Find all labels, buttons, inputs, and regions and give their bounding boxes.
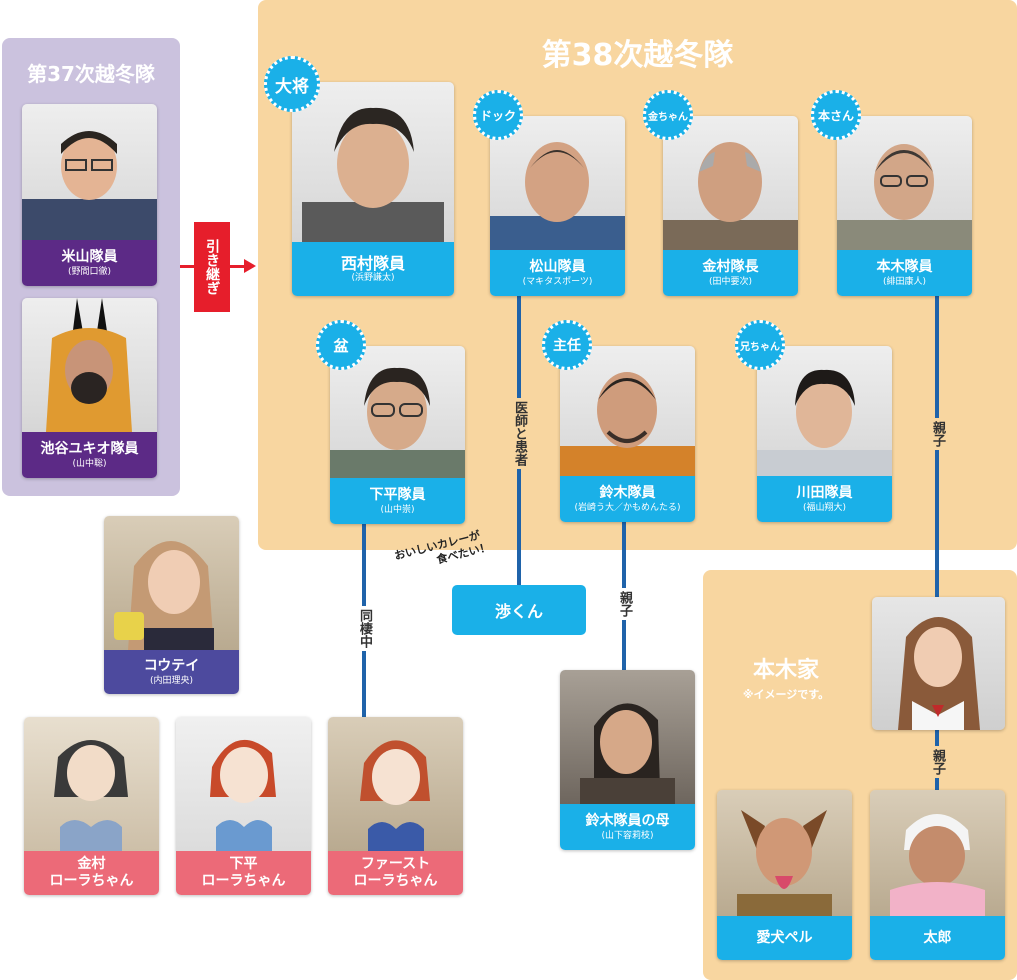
photo-shimodaira — [330, 346, 465, 478]
yoneyama-actor: (野間口徹) — [67, 266, 112, 277]
photo-kawada — [757, 346, 892, 476]
photo-nishimura — [292, 82, 454, 242]
photo-motoki — [837, 116, 972, 250]
badge-shunin: 主任 — [542, 320, 592, 370]
card-laura-kanemura: 金村 ローラちゃん — [24, 717, 159, 895]
label-parent-child-motoki: 親子 — [928, 418, 947, 450]
kotei-actor: (内田理央) — [149, 675, 194, 686]
photo-kotei — [104, 516, 239, 650]
photo-aiken-peru — [717, 790, 852, 916]
photo-kanemura — [663, 116, 798, 250]
badge-bon: 盆 — [316, 320, 366, 370]
badge-taisho: 大将 — [264, 56, 320, 112]
card-motoki: 本木隊員 (緋田康人) — [837, 116, 972, 296]
suzuki-mother-name: 鈴木隊員の母 — [585, 812, 670, 829]
photo-taro — [870, 790, 1005, 916]
yoneyama-name: 米山隊員 — [61, 248, 118, 265]
laura-shimodaira-line2: ローラちゃん — [201, 873, 286, 889]
motoki-name: 本木隊員 — [876, 258, 933, 275]
team38-title: 第38次越冬隊 — [541, 38, 734, 73]
photo-laura-shimodaira — [176, 717, 311, 851]
kotei-name: コウテイ — [143, 657, 200, 674]
card-kotei: コウテイ (内田理央) — [104, 516, 239, 694]
nishimura-actor: (浜野謙太) — [351, 272, 395, 283]
card-nishimura: 西村隊員 (浜野謙太) — [292, 82, 454, 296]
laura-kanemura-line2: ローラちゃん — [49, 873, 134, 889]
photo-iketani — [22, 298, 157, 432]
card-motoki-son — [872, 597, 1005, 730]
suzuki-mother-actor: (山下容莉枝) — [601, 830, 654, 841]
card-shimodaira: 下平隊員 (山中崇) — [330, 346, 465, 524]
label-doctor-patient: 医師と患者 — [510, 398, 529, 469]
card-suzuki: 鈴木隊員 (岩崎う大／かもめんたる) — [560, 346, 695, 522]
shimodaira-actor: (山中崇) — [380, 504, 415, 515]
motoki-family-title: 本木家 — [752, 658, 819, 683]
team37-title: 第37次越冬隊 — [27, 62, 155, 86]
card-laura-shimodaira: 下平 ローラちゃん — [176, 717, 311, 895]
laura-first-line1: ファースト — [360, 856, 431, 872]
nishimura-name: 西村隊員 — [340, 253, 405, 273]
card-kawada: 川田隊員 (福山翔大) — [757, 346, 892, 522]
photo-motoki-son — [872, 597, 1005, 730]
wataru-box: 渉くん — [452, 585, 586, 635]
card-yoneyama: 米山隊員 (野間口徹) — [22, 104, 157, 286]
kawada-name: 川田隊員 — [796, 484, 853, 501]
suzuki-actor: (岩崎う大／かもめんたる) — [574, 502, 681, 513]
card-aiken-peru: 愛犬ペル — [717, 790, 852, 960]
kanemura-name: 金村隊長 — [702, 258, 759, 275]
matsuyama-actor: (マキタスポーツ) — [522, 276, 593, 287]
matsuyama-name: 松山隊員 — [529, 258, 586, 275]
badge-niichan: 兄ちゃん — [735, 320, 785, 370]
photo-suzuki-mother — [560, 670, 695, 804]
kanemura-actor: (田中要次) — [708, 276, 753, 287]
card-suzuki-mother: 鈴木隊員の母 (山下容莉枝) — [560, 670, 695, 850]
photo-yoneyama — [22, 104, 157, 240]
photo-matsuyama — [490, 116, 625, 250]
iketani-name: 池谷ユキオ隊員 — [40, 440, 139, 457]
card-laura-first: ファースト ローラちゃん — [328, 717, 463, 895]
badge-kinchan: 金ちゃん — [643, 90, 693, 140]
label-parent-child-suzuki: 親子 — [615, 588, 634, 620]
kawada-actor: (福山翔大) — [802, 502, 847, 513]
card-iketani: 池谷ユキオ隊員 (山中聡) — [22, 298, 157, 478]
laura-shimodaira-line1: 下平 — [229, 856, 258, 872]
motoki-family-note: ※イメージです。 — [742, 688, 830, 701]
photo-suzuki — [560, 346, 695, 476]
taro-name: 太郎 — [923, 929, 952, 946]
aiken-peru-name: 愛犬ペル — [756, 929, 813, 946]
motoki-actor: (緋田康人) — [882, 276, 927, 287]
photo-laura-kanemura — [24, 717, 159, 851]
card-matsuyama: 松山隊員 (マキタスポーツ) — [490, 116, 625, 296]
laura-first-line2: ローラちゃん — [353, 873, 438, 889]
badge-dock: ドック — [473, 90, 523, 140]
card-kanemura: 金村隊長 (田中要次) — [663, 116, 798, 296]
handover-arrow-head — [244, 259, 256, 273]
badge-honsan: 本さん — [811, 90, 861, 140]
label-parent-child-taro: 親子 — [928, 746, 947, 778]
laura-kanemura-line1: 金村 — [77, 856, 106, 872]
handover-label: 引き継ぎ — [194, 222, 230, 312]
iketani-actor: (山中聡) — [72, 458, 107, 469]
suzuki-name: 鈴木隊員 — [599, 484, 656, 501]
shimodaira-name: 下平隊員 — [369, 486, 426, 503]
label-living-together: 同棲中 — [355, 606, 374, 651]
card-taro: 太郎 — [870, 790, 1005, 960]
photo-laura-first — [328, 717, 463, 851]
